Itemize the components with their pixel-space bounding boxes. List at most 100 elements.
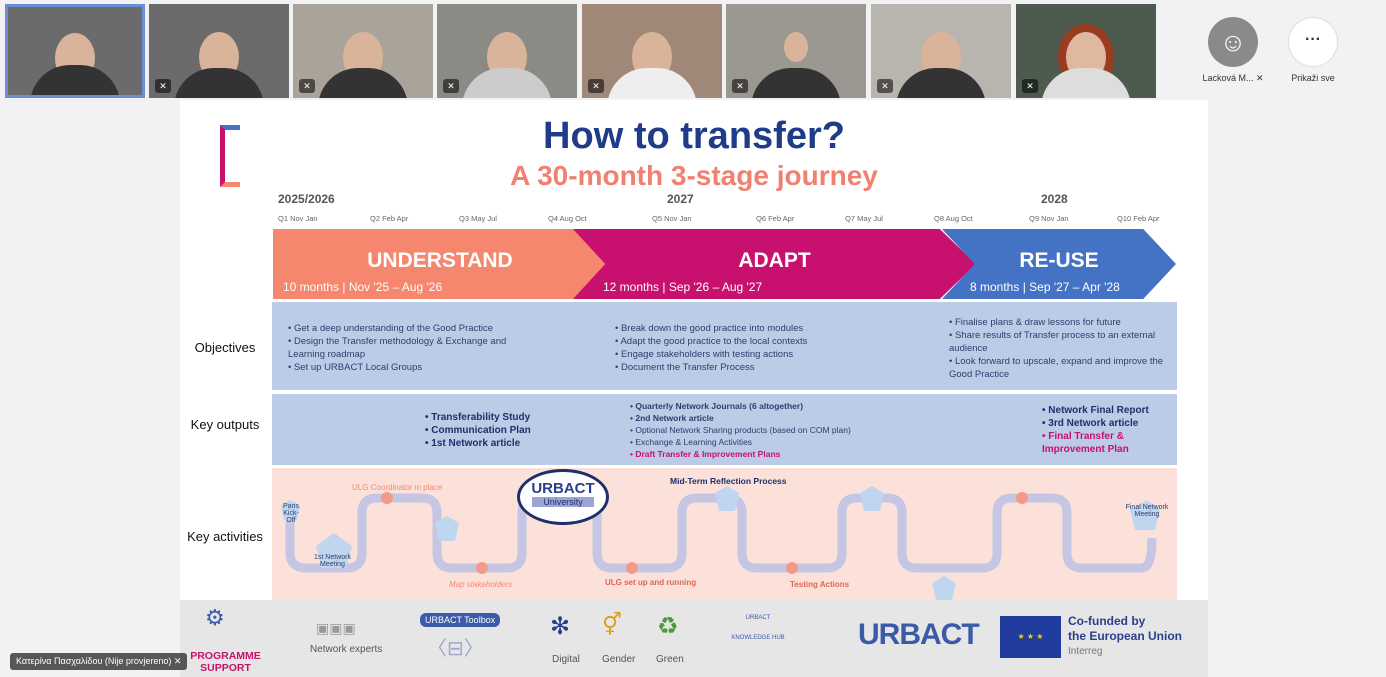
stage-reuse: RE-USE 8 months | Sep '27 – Apr '28 xyxy=(942,229,1176,299)
quarter-label: Q6 Feb Apr xyxy=(756,214,795,223)
objective-item: Share results of Transfer process to an … xyxy=(949,329,1174,355)
mic-off-icon: ✕ xyxy=(877,79,893,93)
stage-understand: UNDERSTAND 10 months | Nov '25 – Aug '26 xyxy=(273,229,607,299)
eu-line-2: the European Union xyxy=(1068,629,1182,643)
output-item: Communication Plan xyxy=(425,424,530,437)
journey-path xyxy=(281,486,1160,600)
user-icon: ☺ xyxy=(1208,17,1258,67)
stage-name: UNDERSTAND xyxy=(367,249,513,272)
participant-tile[interactable]: ✕ xyxy=(871,4,1011,98)
slide-footer: ⚙ PROGRAMME SUPPORT ▣▣▣ Network experts … xyxy=(180,600,1208,677)
mic-off-icon: ✕ xyxy=(299,79,315,93)
urbact-logo-text: URBACT xyxy=(531,480,595,497)
interreg-label: Interreg xyxy=(1068,646,1103,657)
eu-funding-text: Co-funded by the European Union Interreg xyxy=(1068,614,1182,659)
output-item: 3rd Network article xyxy=(1042,417,1162,430)
stage-name: ADAPT xyxy=(738,249,811,272)
quarter-label: Q9 Nov Jan xyxy=(1029,214,1069,223)
objectives-reuse: Finalise plans & draw lessons for future… xyxy=(949,316,1174,381)
speaker-label: Κατερίνα Πασχαλίδου (Nije provjereno) ✕ xyxy=(10,653,188,670)
row-label-activities: Key activities xyxy=(187,529,263,544)
outputs-reuse: Network Final Report 3rd Network article… xyxy=(1042,404,1162,456)
mic-off-icon: ✕ xyxy=(732,79,748,93)
output-item: Optional Network Sharing products (based… xyxy=(630,424,850,436)
row-label-objectives: Objectives xyxy=(194,340,256,355)
activity-final-meeting: Final Network Meeting xyxy=(1125,504,1169,518)
toolbox-label: URBACT Toolbox xyxy=(420,613,501,627)
quarter-label: Q10 Feb Apr xyxy=(1117,214,1160,223)
show-all-label: Prikaži sve xyxy=(1291,73,1335,83)
output-item: Transferability Study xyxy=(425,411,531,424)
participant-tile[interactable] xyxy=(5,4,145,98)
mic-off-icon: ✕ xyxy=(173,656,182,666)
activity-ulg-coordinator: ULG Coordinator in place xyxy=(352,483,443,492)
show-all-button[interactable]: ··· Prikaži sve xyxy=(1273,17,1353,83)
participant-tile[interactable]: ✕ xyxy=(437,4,577,98)
gender-label: Gender xyxy=(602,654,636,665)
hand-gear-icon: ⚙ xyxy=(205,605,225,630)
participant-avatar[interactable]: ☺ Lacková M... ✕ xyxy=(1193,17,1273,84)
urbact-university-logo: URBACT University xyxy=(517,469,609,525)
activity-first-meeting: 1st Network Meeting xyxy=(314,554,351,568)
stage-name: RE-USE xyxy=(1019,249,1099,272)
activities-band: Paris Kick-Off 1st Network Meeting ULG C… xyxy=(272,468,1177,600)
speaker-name: Κατερίνα Πασχαλίδου (Nije provjereno) xyxy=(16,656,172,666)
outputs-band: Transferability Study Communication Plan… xyxy=(272,394,1177,465)
network-experts-label: Network experts xyxy=(310,644,383,655)
programme-support-label: PROGRAMME SUPPORT xyxy=(190,650,261,674)
objective-item: Adapt the good practice to the local con… xyxy=(615,335,875,348)
participant-tile[interactable]: ✕ xyxy=(149,4,289,98)
gender-icon: ⚥ xyxy=(602,612,622,637)
eu-flag-icon: ★ ★ ★ xyxy=(1000,616,1061,658)
objective-item: Break down the good practice into module… xyxy=(615,322,875,335)
quarter-label: Q8 Aug Oct xyxy=(934,214,973,223)
objective-item: Set up URBACT Local Groups xyxy=(288,361,528,374)
participant-tile[interactable]: ✕ xyxy=(1016,4,1156,98)
quarter-label: Q2 Feb Apr xyxy=(370,214,409,223)
university-label: University xyxy=(532,497,594,507)
participant-tile[interactable]: ✕ xyxy=(293,4,433,98)
participant-name: Lacková M... xyxy=(1202,73,1254,83)
bracket-logo xyxy=(220,125,240,187)
objectives-adapt: Break down the good practice into module… xyxy=(615,322,875,374)
output-item: Final Transfer & Improvement Plan xyxy=(1042,430,1162,456)
green-icon: ♻ xyxy=(657,613,679,640)
more-icon: ··· xyxy=(1288,17,1338,67)
shared-slide: How to transfer? A 30-month 3-stage jour… xyxy=(180,100,1208,677)
activity-ulg-running: ULG set up and running xyxy=(605,578,697,587)
participant-tile[interactable]: ✕ xyxy=(726,4,866,98)
participant-tile[interactable]: ✕ xyxy=(582,4,722,98)
activity-testing: Testing Actions xyxy=(790,580,850,589)
row-label-outputs: Key outputs xyxy=(190,417,260,432)
objective-item: Finalise plans & draw lessons for future xyxy=(949,316,1174,329)
outputs-understand: Transferability Study Communication Plan… xyxy=(425,411,531,450)
stage-duration: 8 months | Sep '27 – Apr '28 xyxy=(970,280,1120,294)
objective-item: Design the Transfer methodology & Exchan… xyxy=(288,335,528,361)
mic-off-icon: ✕ xyxy=(1256,73,1264,83)
network-experts-icon: ▣▣▣ xyxy=(316,620,356,636)
stage-duration: 12 months | Sep '26 – Aug '27 xyxy=(603,280,763,294)
quarter-label: Q4 Aug Oct xyxy=(548,214,587,223)
objective-item: Get a deep understanding of the Good Pra… xyxy=(288,322,528,335)
quarter-label: Q7 May Jul xyxy=(845,214,883,223)
mic-off-icon: ✕ xyxy=(588,79,604,93)
year-label: 2025/2026 xyxy=(278,192,335,206)
urbact-logo: URBACT xyxy=(858,618,980,651)
year-label: 2028 xyxy=(1041,192,1068,206)
objective-item: Look forward to upscale, expand and impr… xyxy=(949,355,1174,381)
green-label: Green xyxy=(656,654,684,665)
digital-label: Digital xyxy=(552,654,580,665)
stage-duration: 10 months | Nov '25 – Aug '26 xyxy=(283,280,443,294)
output-item: 1st Network article xyxy=(425,437,531,450)
activity-kickoff: Paris Kick-Off xyxy=(283,503,299,524)
objective-item: Document the Transfer Process xyxy=(615,361,875,374)
mic-off-icon: ✕ xyxy=(443,79,459,93)
toolbox-icon: 〈⊟〉 xyxy=(427,638,484,660)
outputs-adapt: Quarterly Network Journals (6 altogether… xyxy=(630,400,850,460)
activity-map-stakeholders: Map stakeholders xyxy=(449,580,513,589)
knowledge-hub-logo: URBACT KNOWLEDGE HUB xyxy=(731,615,785,641)
eu-line-1: Co-funded by xyxy=(1068,614,1146,628)
activity-midterm: Mid-Term Reflection Process xyxy=(670,476,787,486)
output-item: Network Final Report xyxy=(1042,404,1162,417)
year-label: 2027 xyxy=(667,192,694,206)
